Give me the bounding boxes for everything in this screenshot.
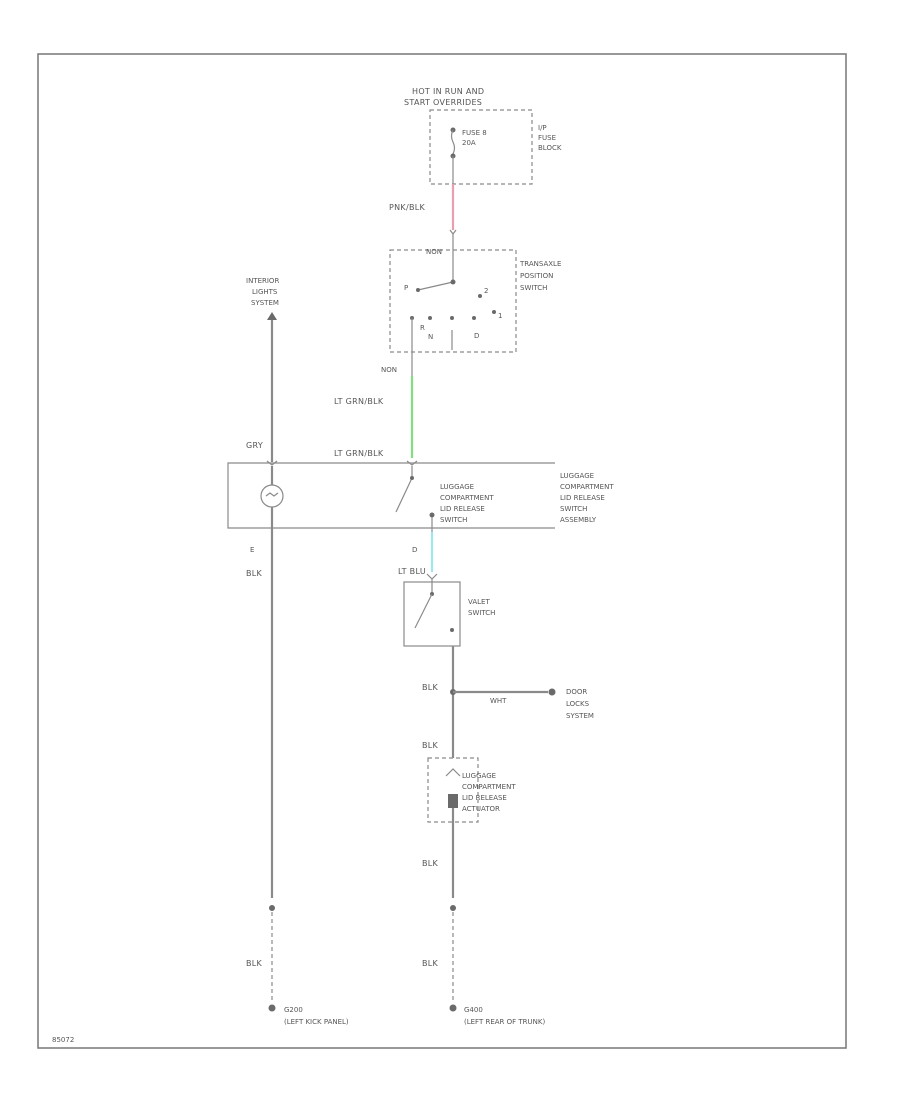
connector-transaxle-top <box>449 229 457 235</box>
assembly-label-1: LUGGAGE <box>560 472 594 480</box>
door-locks-terminal <box>548 688 556 696</box>
valet-label-1: VALET <box>468 598 490 606</box>
door-locks-label-2: LOCKS <box>566 700 590 708</box>
assembly-label-2: COMPARTMENT <box>560 483 614 491</box>
transaxle-pos-2: 2 <box>484 287 488 295</box>
ground-g200-location: (LEFT KICK PANEL) <box>284 1018 349 1026</box>
switch-blade <box>395 477 413 513</box>
door-locks-label-3: SYSTEM <box>566 712 594 720</box>
connector-valet-in <box>426 573 438 580</box>
wire-label-blk-3: BLK <box>422 859 439 868</box>
splice-left <box>269 905 275 911</box>
actuator-outline <box>427 757 479 823</box>
actuator-label-1: LUGGAGE <box>462 772 496 780</box>
interior-arrow-icon <box>267 312 277 320</box>
interior-label-2: LIGHTS <box>252 288 278 296</box>
fuse-block: HOT IN RUN AND START OVERRIDES FUSE 8 20… <box>404 87 562 185</box>
transaxle-pos-p: P <box>404 284 408 292</box>
assembly-label-5: ASSEMBLY <box>560 516 597 524</box>
transaxle-label-1: TRANSAXLE <box>519 260 561 268</box>
actuator-label-2: COMPARTMENT <box>462 783 516 791</box>
wire-label-blk-5: BLK <box>422 959 439 968</box>
wire-label-wht: WHT <box>490 697 507 705</box>
assembly-label-3: LID RELEASE <box>560 494 605 502</box>
wire-label-lt-grn-blk-2: LT GRN/BLK <box>334 449 384 458</box>
transaxle-contact-d <box>472 316 476 320</box>
actuator-label-4: ACTUATOR <box>462 805 500 813</box>
transaxle-contact-1 <box>492 310 496 314</box>
wire-label-blk-left: BLK <box>246 569 263 578</box>
valet-blade <box>414 593 433 629</box>
lamp-filament <box>265 492 279 497</box>
connector-gry <box>266 460 278 466</box>
switch-label-1: LUGGAGE <box>440 483 474 491</box>
fuse-block-label-2: FUSE <box>538 134 556 142</box>
transaxle-label-2: POSITION <box>520 272 553 280</box>
fuse-source-label-2: START OVERRIDES <box>404 98 482 107</box>
switch-label-3: LID RELEASE <box>440 505 485 513</box>
transaxle-contact-n <box>450 316 454 320</box>
fuse-source-label-1: HOT IN RUN AND <box>412 87 484 96</box>
lid-release-switch-assembly: LUGGAGE COMPARTMENT LID RELEASE SWITCH L… <box>227 460 614 554</box>
switch-contact <box>429 512 435 518</box>
door-locks-label-1: DOOR <box>566 688 587 696</box>
ground-g200-icon <box>268 1004 276 1012</box>
transaxle-pos-1: 1 <box>498 312 502 320</box>
wire-label-blk-2: BLK <box>422 741 439 750</box>
actuator-connector <box>445 768 461 777</box>
wire-label-blk-1: BLK <box>422 683 439 692</box>
ground-g400-location: (LEFT REAR OF TRUNK) <box>464 1018 545 1026</box>
switch-label-2: COMPARTMENT <box>440 494 494 502</box>
actuator-solenoid-icon <box>448 794 458 808</box>
valet-switch: VALET SWITCH <box>403 579 495 647</box>
ground-g200-id: G200 <box>284 1006 303 1014</box>
interior-label-3: SYSTEM <box>251 299 279 307</box>
illumination-lamp-icon <box>260 484 284 508</box>
transaxle-pos-r: R <box>420 324 425 332</box>
ground-g400-icon <box>449 1004 457 1012</box>
splice-right <box>450 905 456 911</box>
valet-contact <box>450 628 454 632</box>
transaxle-label-3: SWITCH <box>520 284 547 292</box>
fuse-block-label-1: I/P <box>538 124 547 132</box>
transaxle-pivot <box>450 279 456 285</box>
actuator-label-3: LID RELEASE <box>462 794 507 802</box>
assembly-label-4: SWITCH <box>560 505 587 513</box>
wire-label-lt-blu: LT BLU <box>398 567 426 576</box>
lid-release-actuator: LUGGAGE COMPARTMENT LID RELEASE ACTUATOR <box>427 757 516 823</box>
wire-label-lt-grn-blk-1: LT GRN/BLK <box>334 397 384 406</box>
transaxle-pos-d: D <box>474 332 479 340</box>
wire-label-pnk-blk: PNK/BLK <box>389 203 425 212</box>
switch-assembly-outline <box>227 462 555 529</box>
wire-label-blk-4: BLK <box>246 959 263 968</box>
transaxle-position-switch: NON TRANSAXLE POSITION SWITCH P R N D 2 … <box>381 248 561 374</box>
switch-label-4: SWITCH <box>440 516 467 524</box>
valet-label-2: SWITCH <box>468 609 495 617</box>
diagram-frame <box>37 53 847 1049</box>
interior-lights-source: INTERIOR LIGHTS SYSTEM <box>246 277 279 320</box>
figure-id: 85072 <box>52 1036 74 1044</box>
transaxle-top-pin: NON <box>426 248 442 256</box>
fuse-block-outline <box>429 109 533 185</box>
connector-lt-grn <box>406 460 418 466</box>
fuse-name-2: 20A <box>462 139 476 147</box>
transaxle-outline <box>389 249 517 353</box>
fuse-name-1: FUSE 8 <box>462 129 487 137</box>
transaxle-pos-n: N <box>428 333 433 341</box>
pin-e: E <box>250 546 254 554</box>
transaxle-bottom-pin: NON <box>381 366 397 374</box>
fuse-element <box>450 129 456 155</box>
transaxle-contact-p <box>416 288 420 292</box>
transaxle-contact-2 <box>478 294 482 298</box>
switch-pivot <box>410 476 414 480</box>
interior-label-1: INTERIOR <box>246 277 279 285</box>
pin-d: D <box>412 546 417 554</box>
fuse-block-label-3: BLOCK <box>538 144 562 152</box>
ground-g400-id: G400 <box>464 1006 483 1014</box>
wire-label-gry: GRY <box>246 441 263 450</box>
transaxle-wiper <box>417 281 454 291</box>
transaxle-contact-r2 <box>428 316 432 320</box>
